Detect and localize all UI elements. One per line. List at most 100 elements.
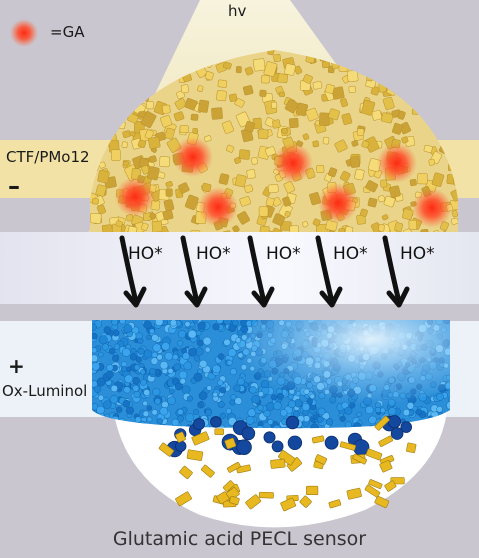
luminol-sphere	[142, 410, 150, 417]
ctf-crystal	[361, 99, 376, 116]
luminol-sphere	[187, 329, 197, 339]
ctf-crystal	[397, 110, 406, 120]
dish-crystal	[158, 442, 175, 457]
ctf-crystal	[425, 62, 436, 72]
ctf-crystal	[389, 69, 399, 78]
ctf-crystal	[92, 198, 99, 205]
ctf-crystal	[378, 82, 387, 93]
ctf-crystal	[272, 119, 281, 129]
ctf-crystal	[236, 211, 250, 225]
ctf-crystal	[216, 90, 227, 102]
ctf-crystal	[121, 83, 129, 93]
ctf-crystal	[277, 73, 289, 84]
ctf-crystal	[232, 225, 240, 233]
ctf-crystal	[398, 82, 406, 90]
luminol-sphere	[216, 320, 224, 324]
ctf-crystal	[129, 131, 136, 137]
luminol-sphere	[217, 379, 224, 386]
luminol-sphere	[230, 394, 237, 401]
ctf-crystal	[197, 85, 204, 92]
luminol-sphere	[193, 372, 203, 382]
ctf-crystal	[370, 50, 384, 61]
ctf-crystal	[198, 99, 210, 113]
luminol-sphere	[212, 323, 220, 331]
luminol-sphere	[92, 362, 100, 371]
ctf-crystal	[423, 96, 430, 102]
luminol-sphere	[193, 408, 200, 415]
luminol-sphere	[129, 353, 137, 361]
luminol-sphere	[98, 351, 104, 358]
luminol-sphere	[436, 393, 444, 401]
ctf-crystal	[179, 125, 189, 134]
luminol-sphere	[92, 323, 97, 331]
dish-crystal	[229, 495, 240, 506]
ctf-crystal	[204, 71, 214, 81]
ctf-crystal	[102, 50, 116, 63]
luminol-sphere	[227, 348, 237, 358]
ctf-crystal	[404, 51, 412, 59]
ctf-crystal	[211, 107, 223, 120]
luminol-sphere	[444, 419, 450, 427]
dish-sphere	[400, 421, 413, 433]
dish-sphere	[192, 418, 205, 431]
dish-crystal	[186, 449, 204, 461]
ctf-crystal	[349, 50, 362, 58]
luminol-sphere	[151, 409, 158, 416]
dish-sphere	[324, 435, 339, 450]
ctf-crystal	[453, 77, 458, 84]
ctf-crystal	[461, 48, 474, 61]
ctf-crystal	[385, 71, 394, 80]
luminol-sphere	[143, 320, 152, 329]
legend-ga-marker	[10, 19, 38, 47]
ctf-crystal	[394, 222, 404, 232]
luminol-sphere	[168, 388, 175, 394]
ctf-crystal	[149, 155, 157, 163]
dish-crystal	[175, 431, 186, 443]
negative-charge-sign: –	[8, 172, 20, 200]
dish-crystal	[339, 441, 356, 451]
dish-crystal	[384, 480, 397, 492]
ctf-crystal	[451, 210, 458, 218]
ctf-crystal	[442, 120, 451, 129]
ctf-crystal	[380, 54, 387, 61]
ctf-crystal	[378, 224, 385, 232]
dish-sphere	[174, 440, 187, 452]
ctf-crystal	[146, 63, 155, 73]
luminol-sphere	[204, 346, 211, 353]
dish-crystal	[328, 499, 342, 509]
ctf-crystal	[118, 50, 130, 59]
luminol-sphere	[344, 406, 353, 415]
luminol-sphere	[143, 349, 153, 359]
dish-crystal	[306, 485, 319, 496]
luminol-sphere	[132, 376, 140, 385]
dish-crystal	[311, 435, 325, 444]
luminol-sphere	[325, 418, 334, 426]
ctf-crystal	[253, 58, 266, 72]
luminol-sphere	[255, 425, 265, 429]
luminol-sphere	[188, 347, 198, 357]
ctf-crystal	[160, 115, 173, 128]
luminol-sphere	[217, 353, 225, 360]
ctf-crystal	[312, 140, 320, 148]
ctf-crystal	[406, 95, 415, 103]
ctf-crystal	[138, 50, 152, 58]
ctf-crystal	[115, 220, 123, 228]
luminol-sphere	[267, 419, 274, 425]
ctf-crystal	[365, 180, 379, 193]
ctf-crystal	[164, 127, 175, 140]
luminol-sphere	[167, 367, 174, 374]
ctf-crystal	[159, 156, 170, 168]
radical-arrows	[119, 235, 410, 308]
ga-marker	[273, 143, 313, 183]
ctf-crystal	[140, 222, 149, 231]
dish-sphere	[241, 426, 256, 441]
ctf-crystal	[165, 180, 173, 188]
ctf-crystal	[151, 220, 163, 233]
luminol-sphere	[310, 423, 319, 429]
ctf-crystal	[90, 106, 97, 119]
luminol-sphere	[135, 356, 142, 363]
ctf-crystal	[105, 55, 118, 69]
luminol-sphere	[151, 334, 159, 342]
ctf-crystal	[356, 128, 365, 136]
dish-contents	[158, 415, 417, 512]
